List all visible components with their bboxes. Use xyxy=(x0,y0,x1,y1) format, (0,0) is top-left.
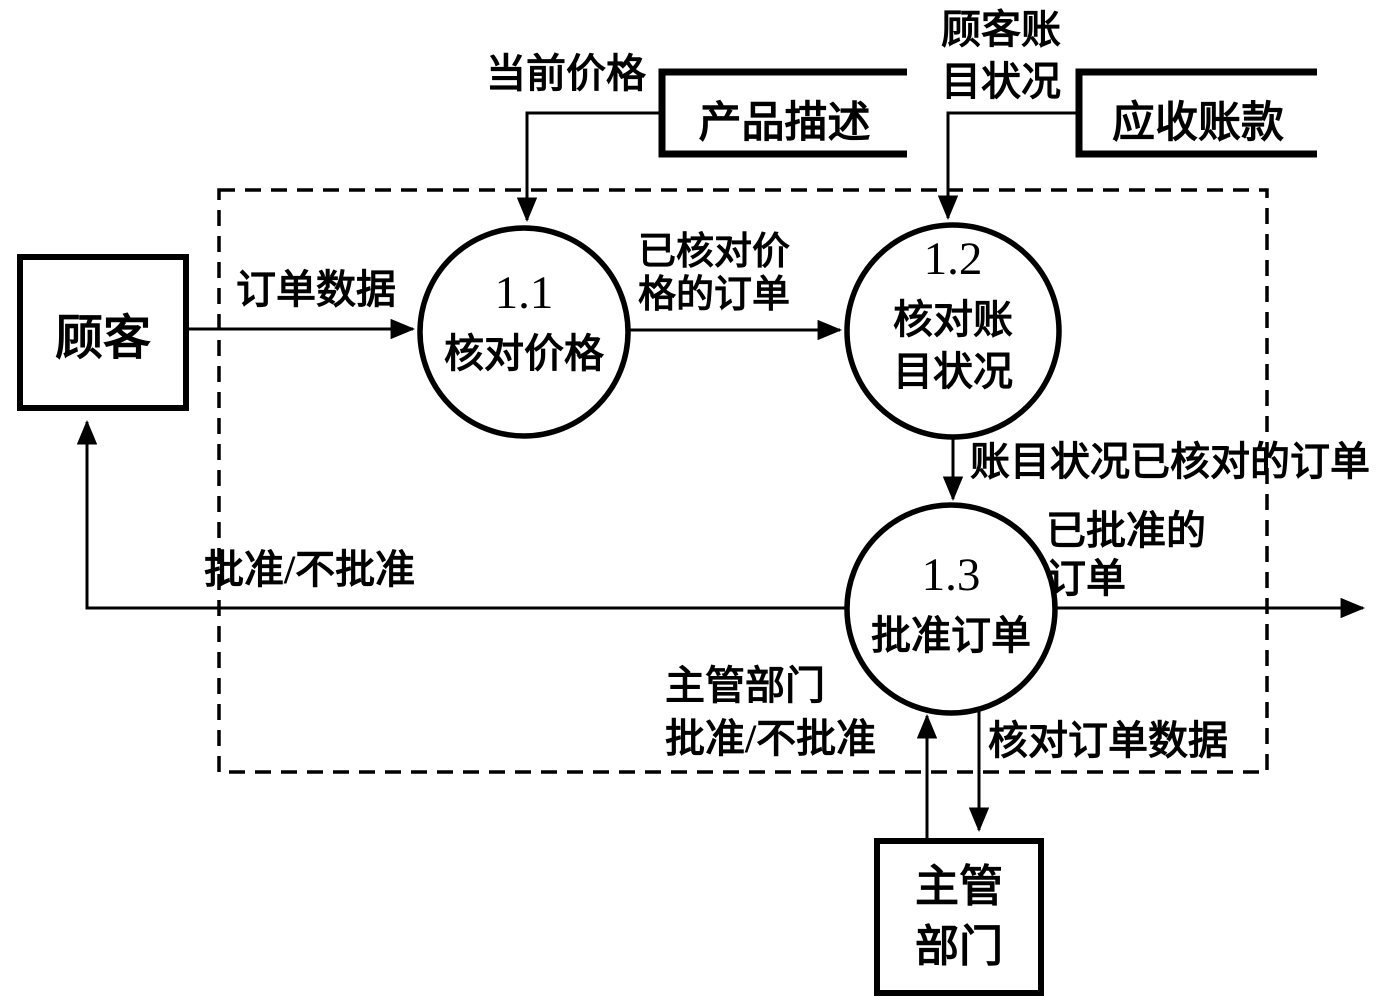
accounts-receivable-store-label: 应收账款 xyxy=(1112,100,1284,147)
flow-customer-account-status-label: 顾客账 目状况 xyxy=(941,4,1061,108)
flow-current-price-arrow xyxy=(516,111,662,223)
process-1-1-label: 1.1 核对价格 xyxy=(404,266,644,380)
flow-approve-reject-label: 批准/不批准 xyxy=(204,547,416,592)
supervisor-approve-reject-line1: 主管部门 xyxy=(665,663,825,708)
process-1-2-label: 1.2 核对账 目状况 xyxy=(833,232,1073,398)
supervisor-label-line2: 部门 xyxy=(915,922,1003,971)
process-1-1-name: 核对价格 xyxy=(444,331,604,376)
flow-price-verified-order-label: 已核对价 格的订单 xyxy=(638,231,790,317)
process-1-3-name: 批准订单 xyxy=(871,613,1031,658)
flow-order-data-label: 订单数据 xyxy=(236,267,396,312)
supervisor-approve-reject-line2: 批准/不批准 xyxy=(665,716,877,761)
process-1-1-number: 1.1 xyxy=(494,267,554,319)
flow-approve-reject-arrow xyxy=(76,419,847,610)
approved-order-line1: 已批准的 xyxy=(1046,508,1206,553)
process-1-3-label: 1.3 批准订单 xyxy=(831,548,1071,662)
process-1-2-number: 1.2 xyxy=(923,233,983,285)
customer-label-text: 顾客 xyxy=(54,311,151,365)
customer-account-status-line2: 目状况 xyxy=(941,59,1061,104)
flow-account-verified-order-label: 账目状况已核对的订单 xyxy=(970,439,1370,484)
customer-entity-label: 顾客 xyxy=(20,257,186,408)
flow-verified-order-data-label: 核对订单数据 xyxy=(988,718,1228,763)
price-verified-order-line2: 格的订单 xyxy=(638,274,791,316)
flow-customer-account-status-arrow xyxy=(937,111,1079,221)
system-boundary-dashed-rect xyxy=(217,188,1269,774)
approved-order-line2: 订单 xyxy=(1046,556,1126,601)
supervisor-entity-box xyxy=(874,838,1044,996)
price-verified-order-line1: 已核对价 xyxy=(638,231,791,273)
process-1-2-name-line1: 核对账 xyxy=(893,297,1013,342)
customer-entity-box xyxy=(17,254,189,411)
flow-approved-order-label: 已批准的 订单 xyxy=(1046,507,1206,603)
process-1-2-name-line2: 目状况 xyxy=(893,349,1013,394)
flow-supervisor-approve-reject-label: 主管部门 批准/不批准 xyxy=(665,659,876,765)
supervisor-label-line1: 主管 xyxy=(915,862,1003,911)
customer-account-status-line1: 顾客账 xyxy=(941,7,1061,52)
flow-current-price-label: 当前价格 xyxy=(486,51,646,96)
process-1-1-circle xyxy=(417,225,631,439)
process-1-3-number: 1.3 xyxy=(921,549,981,601)
product-description-store-label: 产品描述 xyxy=(698,100,871,147)
supervisor-entity-label: 主管 部门 xyxy=(877,841,1041,993)
